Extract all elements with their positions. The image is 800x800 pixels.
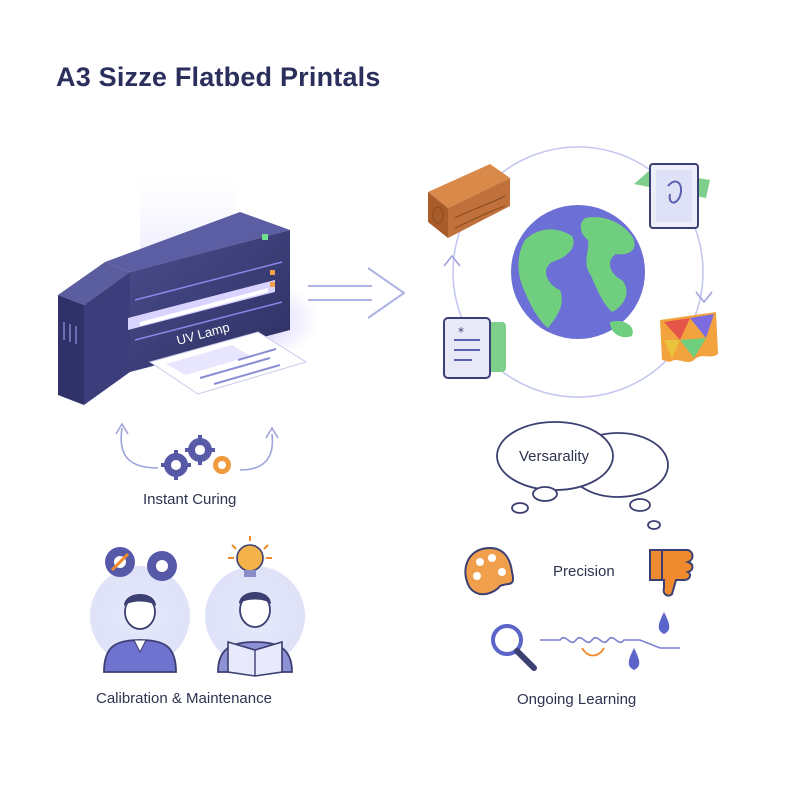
materials-cycle-ring [452,146,704,398]
label-instant-curing: Instant Curing [143,491,237,508]
thought-bubble [496,421,669,530]
palette-icon [464,546,514,596]
label-precision: Precision [553,563,615,580]
gears-icon [161,435,231,480]
printer-icon [58,160,320,405]
label-versatility: Versarality [519,448,590,465]
label-calibration: Calibration & Maintenance [96,690,272,707]
reader-avatar [217,592,293,677]
magnifier-icon [491,624,537,671]
card-icon: * [443,317,506,379]
signal-wave [540,636,680,657]
avatar [103,594,177,673]
wood-block-icon [428,164,510,238]
acrylic-panel-icon [634,163,710,229]
label-ongoing-learning: Ongoing Learning [517,691,637,708]
water-drop-icon [628,612,670,670]
page-title: A3 Sizze Flatbed Printals [56,62,381,92]
thumbs-down-icon [649,549,694,597]
cycle-arrows [115,422,279,471]
svg-text:*: * [458,325,464,339]
fabric-icon [660,312,718,362]
globe-icon [511,205,645,339]
lightbulb-icon [228,536,272,577]
arrow-right-icon [308,267,406,319]
gears-large-icon [105,547,177,581]
